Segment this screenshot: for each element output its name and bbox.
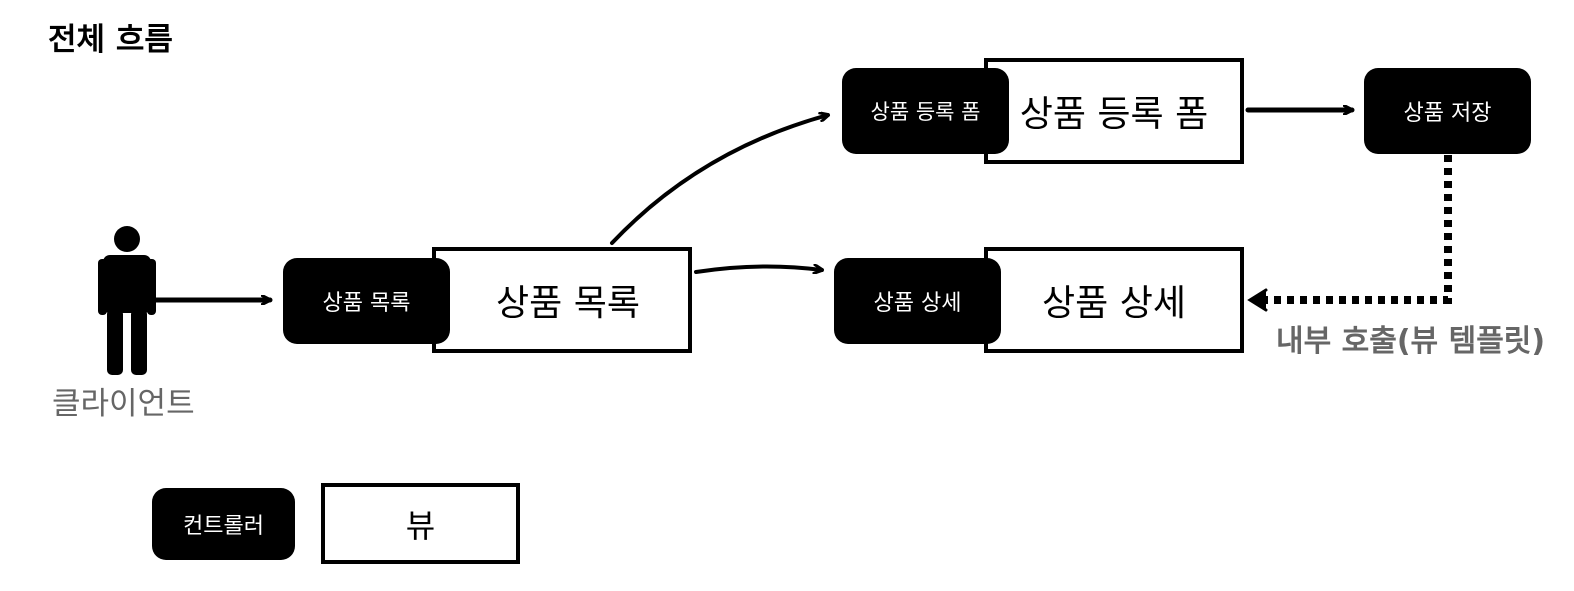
- legend-controller-box: 컨트롤러: [152, 488, 295, 560]
- form-view-box: 상품 등록 폼: [984, 58, 1244, 164]
- list-view-box: 상품 목록: [432, 247, 692, 353]
- internal-call-label: 내부 호출(뷰 템플릿): [1276, 324, 1546, 359]
- list-controller-label: 상품 목록: [322, 291, 411, 316]
- arrow-list-to-detail: [694, 266, 824, 272]
- diagram-title: 전체 흐름: [48, 22, 173, 58]
- save-controller-box: 상품 저장: [1364, 68, 1531, 154]
- form-controller-label: 상품 등록 폼: [870, 100, 981, 124]
- detail-controller-label: 상품 상세: [873, 291, 962, 316]
- detail-view-label: 상품 상세: [1042, 283, 1186, 324]
- detail-view-box: 상품 상세: [984, 247, 1244, 353]
- arrow-save-to-detail-head: [1247, 288, 1268, 312]
- list-view-label: 상품 목록: [496, 283, 640, 324]
- arrow-save-to-detail-internal: [1262, 155, 1452, 304]
- legend-view-box: 뷰: [321, 483, 520, 564]
- legend-controller-label: 컨트롤러: [183, 514, 264, 539]
- list-controller-box: 상품 목록: [283, 258, 450, 344]
- legend-view-label: 뷰: [405, 506, 436, 545]
- form-controller-box: 상품 등록 폼: [842, 68, 1009, 154]
- client-person-icon: [98, 226, 156, 375]
- client-label: 클라이언트: [52, 386, 195, 422]
- arrow-list-to-form: [610, 115, 828, 245]
- detail-controller-box: 상품 상세: [834, 258, 1001, 344]
- form-view-label: 상품 등록 폼: [1019, 94, 1209, 135]
- save-controller-label: 상품 저장: [1403, 101, 1492, 126]
